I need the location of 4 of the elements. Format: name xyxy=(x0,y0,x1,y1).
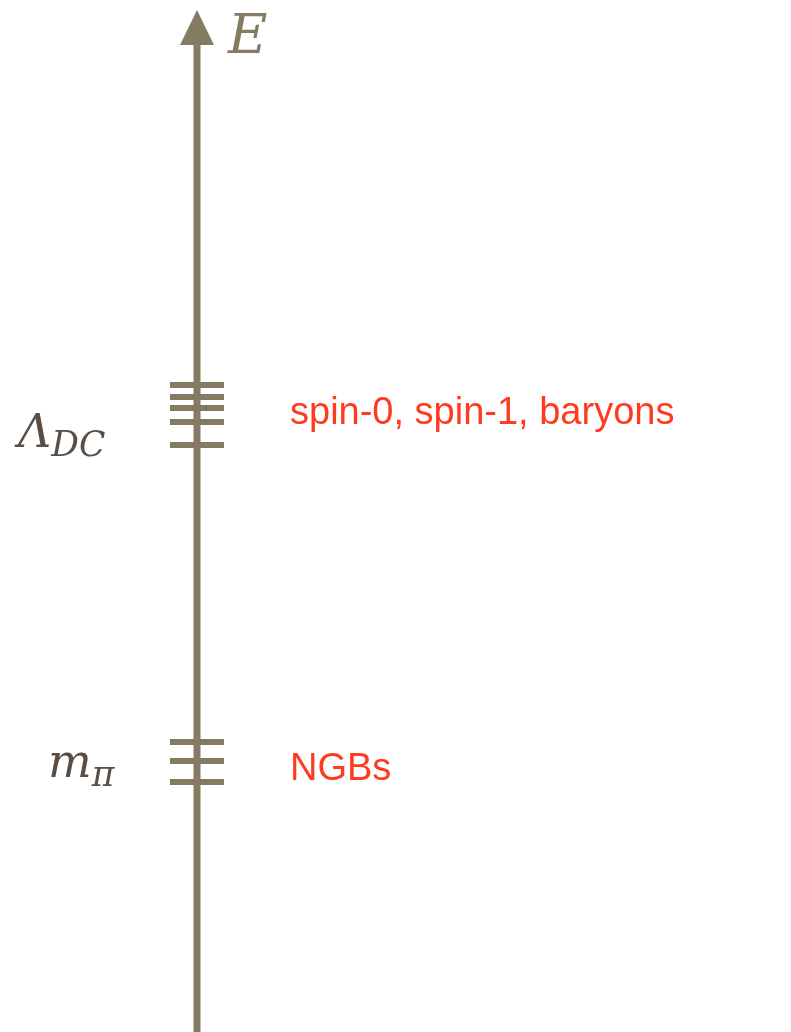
annotation-text: NGBs xyxy=(290,748,392,786)
scale-label: m$_{π}$ xyxy=(48,738,115,784)
annotation-text: spin-0, spin-1, baryons xyxy=(290,392,675,430)
axis-label: E xyxy=(228,8,268,62)
